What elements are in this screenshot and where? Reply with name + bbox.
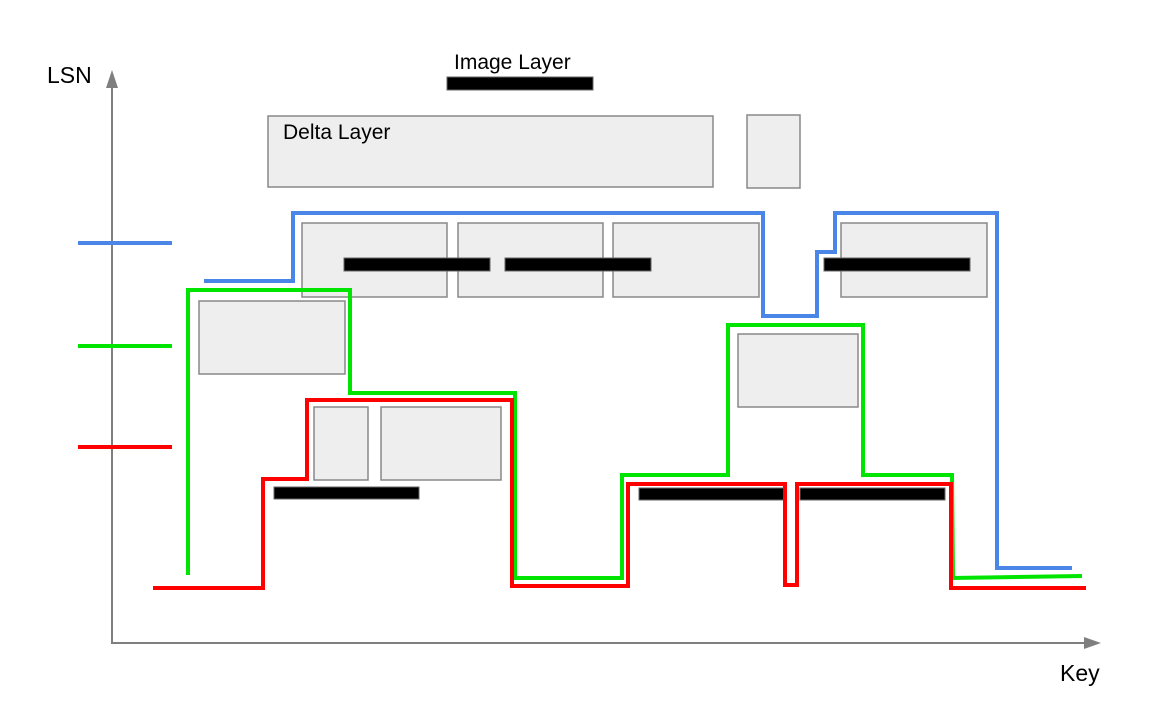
delta-layer-legend-label: Delta Layer	[283, 121, 391, 144]
delta-box-row3-small	[313, 406, 369, 481]
image-bar-row1-3	[823, 257, 971, 272]
y-axis-arrow-icon	[106, 70, 118, 88]
x-axis-arrow-icon	[1084, 637, 1101, 649]
image-layer-legend-label: Image Layer	[454, 51, 571, 74]
green-lsn-boundary-line	[186, 288, 1083, 581]
image-bar-row1-2	[504, 257, 652, 272]
delta-box-row2-left	[198, 300, 346, 375]
key-axis-label: Key	[1060, 660, 1100, 686]
lsn-axis-label: LSN	[47, 62, 92, 88]
delta-layer-legend-box	[267, 115, 714, 188]
red-lsn-boundary-line	[153, 398, 1086, 590]
delta-box-row2-mid	[737, 333, 859, 408]
image-layer-legend-bar	[446, 76, 594, 91]
image-bar-row1-1	[343, 257, 491, 272]
blue-lsn-boundary-line	[204, 211, 1072, 570]
delta-box-top-right	[746, 114, 801, 189]
image-bar-row3-3	[799, 487, 946, 501]
image-bar-row3-2	[638, 487, 785, 501]
delta-box-row3-wide	[380, 406, 502, 481]
image-bar-row3-1	[273, 486, 420, 500]
delta-box-row1-3	[612, 222, 760, 298]
